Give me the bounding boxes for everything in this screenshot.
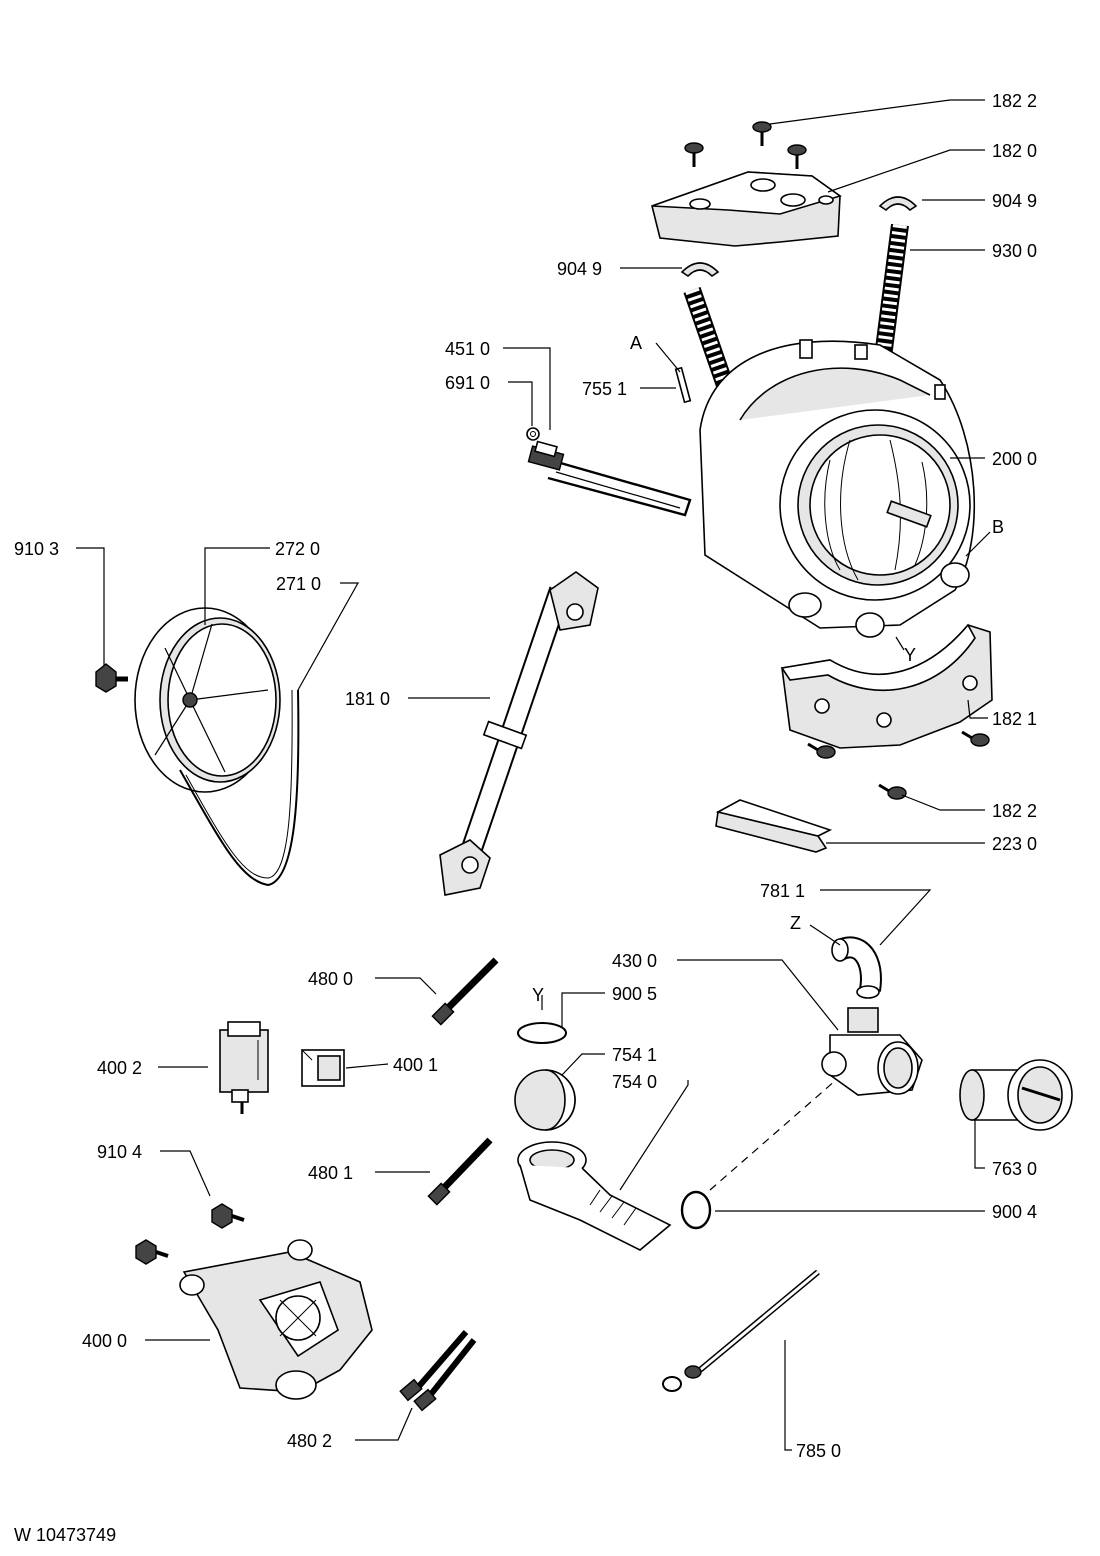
label-691-0: 691 0 bbox=[445, 373, 490, 393]
washer-tub bbox=[699, 339, 976, 638]
hose-clamp-left bbox=[680, 262, 720, 278]
label-904-9-left: 904 9 bbox=[557, 259, 602, 279]
sump-hose bbox=[517, 1141, 672, 1251]
float-ball bbox=[514, 1069, 576, 1131]
label-763-0: 763 0 bbox=[992, 1159, 1037, 1179]
label-430-0: 430 0 bbox=[612, 951, 657, 971]
label-y-small: Y bbox=[532, 985, 544, 1005]
label-182-0: 182 0 bbox=[992, 141, 1037, 161]
label-271-0: 271 0 bbox=[276, 574, 321, 594]
top-counterweight bbox=[651, 171, 842, 247]
pressure-hose bbox=[662, 1269, 820, 1392]
pump-filter bbox=[959, 1059, 1073, 1131]
label-z: Z bbox=[790, 913, 801, 933]
screw-top-left bbox=[684, 142, 704, 167]
label-785-0: 785 0 bbox=[796, 1441, 841, 1461]
label-904-9-right: 904 9 bbox=[992, 191, 1037, 211]
heater-nut bbox=[526, 427, 540, 441]
hose-clamp-right bbox=[878, 196, 918, 212]
bolts-480-2 bbox=[399, 1330, 477, 1412]
hose-bend bbox=[831, 936, 882, 999]
leader-lines bbox=[76, 99, 991, 1451]
heater-element bbox=[527, 440, 692, 517]
label-200-0: 200 0 bbox=[992, 449, 1037, 469]
document-number: W 10473749 bbox=[14, 1525, 116, 1545]
label-y-drum: Y bbox=[904, 645, 916, 665]
screw-910-4 bbox=[211, 1203, 245, 1229]
shock-absorber bbox=[439, 571, 599, 896]
drum-paddle bbox=[715, 799, 833, 853]
label-272-0: 272 0 bbox=[275, 539, 320, 559]
label-900-4: 900 4 bbox=[992, 1202, 1037, 1222]
screw-lower-right bbox=[961, 730, 990, 747]
label-400-2: 400 2 bbox=[97, 1058, 142, 1078]
label-480-0: 480 0 bbox=[308, 969, 353, 989]
label-910-3: 910 3 bbox=[14, 539, 59, 559]
label-755-1: 755 1 bbox=[582, 379, 627, 399]
label-754-1: 754 1 bbox=[612, 1045, 657, 1065]
part-labels: 182 2 182 0 904 9 930 0 904 9 451 0 691 … bbox=[14, 91, 1037, 1545]
label-223-0: 223 0 bbox=[992, 834, 1037, 854]
bolt-480-0 bbox=[431, 957, 499, 1026]
connector-400-1 bbox=[301, 1049, 345, 1087]
pump-motor-module bbox=[219, 1021, 269, 1114]
o-ring-900-5 bbox=[517, 1022, 567, 1044]
label-754-0: 754 0 bbox=[612, 1072, 657, 1092]
label-480-2: 480 2 bbox=[287, 1431, 332, 1451]
label-910-4: 910 4 bbox=[97, 1142, 142, 1162]
screw-top-right bbox=[787, 144, 807, 169]
label-451-0: 451 0 bbox=[445, 339, 490, 359]
filter-housing bbox=[821, 1007, 923, 1096]
drain-pump bbox=[179, 1239, 373, 1400]
screw-top-center bbox=[752, 121, 772, 146]
bolt-480-1 bbox=[427, 1137, 493, 1206]
assembly-dashed-line bbox=[709, 1079, 837, 1191]
label-182-2-bottom: 182 2 bbox=[992, 801, 1037, 821]
screw-pump-side bbox=[135, 1239, 169, 1265]
label-400-0: 400 0 bbox=[82, 1331, 127, 1351]
drum-pulley bbox=[134, 607, 281, 793]
screw-182-2-bottom bbox=[878, 783, 907, 800]
drive-belt bbox=[179, 689, 300, 887]
screw-lower-left bbox=[807, 742, 836, 759]
label-930-0: 930 0 bbox=[992, 241, 1037, 261]
lower-counterweight bbox=[780, 623, 993, 749]
label-a: A bbox=[630, 333, 642, 353]
top-screws bbox=[684, 121, 807, 169]
screw-910-3 bbox=[95, 663, 128, 693]
label-181-0: 181 0 bbox=[345, 689, 390, 709]
label-b: B bbox=[992, 517, 1004, 537]
temperature-sensor bbox=[674, 366, 692, 404]
label-182-2-top: 182 2 bbox=[992, 91, 1037, 111]
label-900-5: 900 5 bbox=[612, 984, 657, 1004]
label-781-1: 781 1 bbox=[760, 881, 805, 901]
label-480-1: 480 1 bbox=[308, 1163, 353, 1183]
label-182-1: 182 1 bbox=[992, 709, 1037, 729]
label-400-1: 400 1 bbox=[393, 1055, 438, 1075]
hose-clamp-900-4 bbox=[680, 1190, 712, 1230]
